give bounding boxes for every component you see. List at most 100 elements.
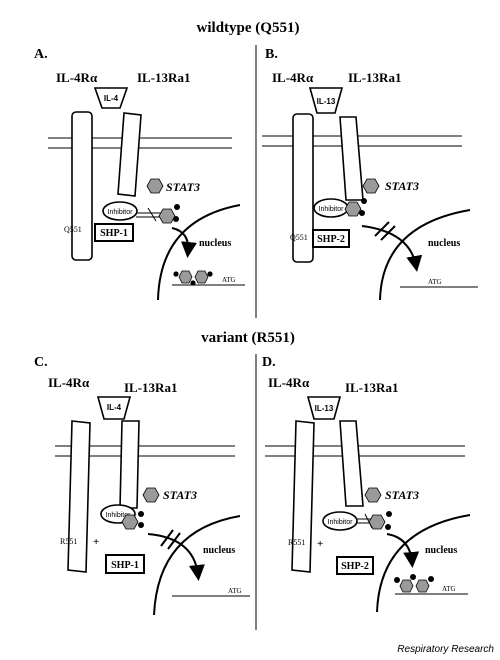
footer-credit: Respiratory Research [397,644,494,655]
translocation-arrow [386,533,420,568]
nucleus-label: nucleus [425,545,457,556]
phosphate-dot [174,204,180,210]
panel-letter: A. [34,47,48,62]
residue-label: R551 [60,537,77,546]
stat3-dna-hexagon [399,579,414,593]
panel-d: D. IL-4Rα IL-13Ra1 IL-13 R551 + Inhibito… [262,355,471,613]
receptor-right [119,420,140,509]
ligand-label: IL-4 [104,94,119,103]
phosphate-dot [173,216,179,222]
receptor-left-label: IL-4Rα [48,375,90,390]
ligand-label: IL-4 [107,403,122,412]
phosphatase-box [312,229,350,248]
phosphatase-label: SHP-1 [100,228,128,239]
nuclear-membrane [379,209,471,301]
inhibitor-label: Inhibitor [106,512,132,519]
receptor-right [339,420,364,507]
ligand-trapezoid [306,396,342,420]
receptor-right [117,112,142,197]
phosphate-dot [410,574,416,580]
phosphate-dot [359,210,365,216]
phosphatase-box [105,554,145,574]
stat3-label: STAT3 [385,488,419,502]
receptor-left [67,420,91,573]
stat3-hexagon [146,178,164,194]
residue-label: Q551 [64,225,82,234]
stat3-dna-hexagon [415,579,430,593]
receptor-left-label: IL-4Rα [56,70,98,85]
receptor-right-label: IL-13Ra1 [345,380,398,395]
stat3-hexagon [142,487,160,503]
stat3-active-hexagon [158,208,176,224]
stat3-active-hexagon [368,514,386,530]
phosphate-dot [385,524,391,530]
receptor-left [291,420,315,573]
stat3-active-hexagon [121,514,139,530]
nuclear-membrane [376,514,471,613]
ligand-label: IL-13 [315,404,334,413]
stat3-hexagon [364,487,382,503]
stat3-active-hexagon [344,201,362,217]
stat3-label: STAT3 [166,180,200,194]
gene-label: ATG [228,587,242,595]
receptor-left-label: IL-4Rα [272,70,314,85]
ligand-trapezoid [308,87,344,114]
block-bar [160,529,174,547]
residue-label: Q551 [290,233,308,242]
panel-letter: D. [262,355,276,370]
panel-b: B. IL-4Rα IL-13Ra1 IL-13 Q551 Inhibitor … [262,47,478,301]
phosphate-dot [428,576,434,582]
panel-letter: C. [34,355,48,370]
inhibitor-oval [322,511,358,531]
nuclear-membrane [153,515,241,616]
block-bar [380,225,396,241]
phosphate-dot [173,271,179,277]
phosphate-dot [386,511,392,517]
inhibitor-label: Inhibitor [319,206,345,213]
translocation-arrow [361,225,423,272]
gene-label: ATG [428,278,442,286]
phosphatase-label: SHP-1 [111,560,139,571]
receptor-right-label: IL-13Ra1 [124,380,177,395]
nucleus-label: nucleus [199,238,231,249]
phosphatase-box [336,556,374,575]
ligand-label: IL-13 [317,97,336,106]
translocation-arrow [171,227,197,258]
gene-label: ATG [442,585,456,593]
ligand-trapezoid [93,87,129,109]
title-wildtype: wildtype (Q551) [197,20,300,36]
phosphate-dot [190,280,196,286]
block-bar [167,532,181,550]
inhibitor-oval [102,201,138,221]
panel-letter: B. [265,47,278,62]
phosphate-dot [138,522,144,528]
stat3-label: STAT3 [163,488,197,502]
receptor-right-label: IL-13Ra1 [348,70,401,85]
phosphate-dot [207,271,213,277]
phosphate-dot [394,577,400,583]
phosphate-dot [138,511,144,517]
inhibitor-label: Inhibitor [108,209,134,216]
stat3-label: STAT3 [385,179,419,193]
block-bar [374,221,390,237]
title-variant: variant (R551) [201,330,295,346]
translocation-arrow [147,533,205,581]
gene-label: ATG [222,276,236,284]
residue-label: R551 [288,538,305,547]
nucleus-label: nucleus [203,545,235,556]
ligand-trapezoid [96,396,132,420]
phosphatase-label: SHP-2 [317,234,345,245]
stat3-hexagon [362,178,380,194]
receptor-left [71,111,93,261]
stat3-dna-hexagon [194,270,209,284]
panel-a: A. IL-4Rα IL-13Ra1 IL-4 Q551 Inhibitor S… [34,47,245,301]
inhibitor-label: Inhibitor [328,519,354,526]
stat3-dna-hexagon [178,270,193,284]
phosphatase-box [94,223,134,242]
receptor-left [292,113,314,263]
nuclear-membrane [157,204,241,301]
plus-sign: + [93,536,99,548]
plus-sign: + [317,538,323,550]
phosphate-dot [361,198,367,204]
